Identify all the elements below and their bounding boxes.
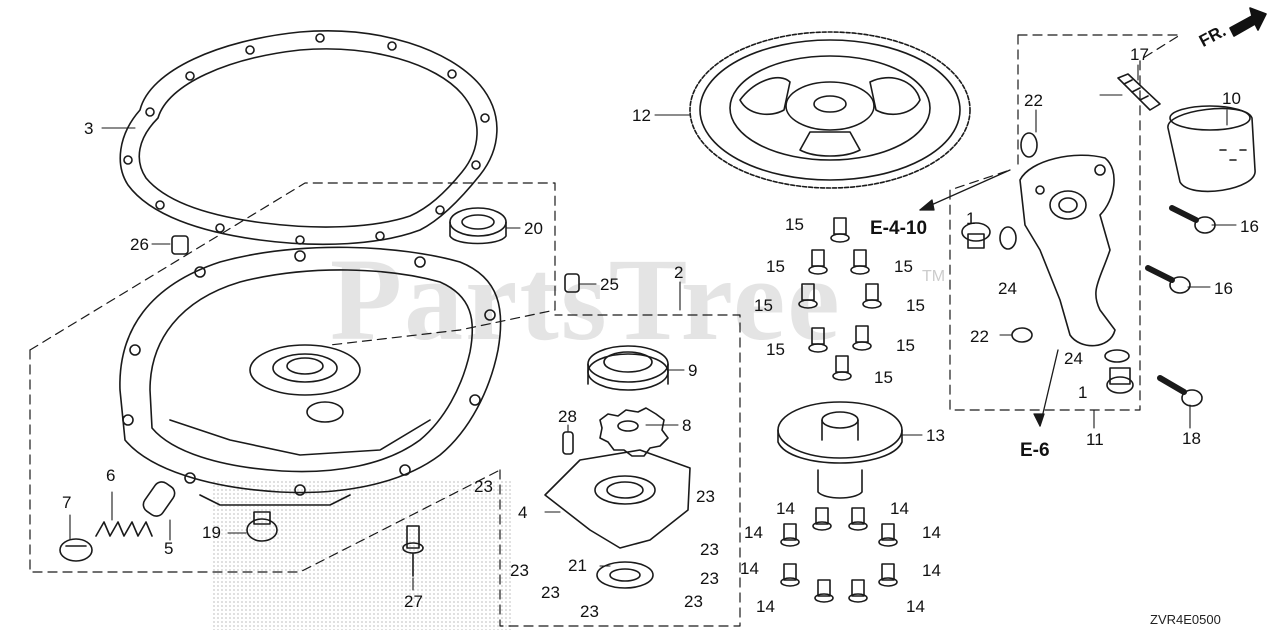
callout-21[interactable]: 21: [568, 556, 587, 575]
stud-17: [1117, 73, 1161, 111]
callout-19[interactable]: 19: [202, 523, 221, 542]
callout-28[interactable]: 28: [558, 407, 577, 426]
callout-1b[interactable]: 1: [1078, 383, 1088, 402]
callout-11[interactable]: 11: [1086, 430, 1104, 449]
washers-and-plugs: [961, 132, 1134, 394]
callout-14c[interactable]: 14: [744, 523, 763, 542]
callout-14h[interactable]: 14: [906, 597, 925, 616]
callout-24b[interactable]: 24: [1064, 349, 1083, 368]
bolts-16-18: [1145, 205, 1216, 407]
front-arrow: [1229, 7, 1267, 37]
callout-10[interactable]: 10: [1222, 89, 1241, 108]
callout-15b[interactable]: 15: [766, 257, 785, 276]
callout-14a[interactable]: 14: [776, 499, 795, 518]
callout-6[interactable]: 6: [106, 466, 116, 485]
cover-housing: [119, 246, 502, 506]
oil-seal-20: [449, 207, 507, 245]
filter-housing-11: [1019, 154, 1116, 347]
callout-23a[interactable]: 23: [474, 477, 493, 496]
callout-22a[interactable]: 22: [1024, 91, 1043, 110]
callout-8[interactable]: 8: [682, 416, 692, 435]
callout-12[interactable]: 12: [632, 106, 651, 125]
callout-3[interactable]: 3: [84, 119, 94, 138]
callout-15e[interactable]: 15: [906, 296, 925, 315]
callout-14b[interactable]: 14: [890, 499, 909, 518]
callout-15d[interactable]: 15: [754, 296, 773, 315]
callout-16a[interactable]: 16: [1240, 217, 1259, 236]
callout-23b[interactable]: 23: [696, 487, 715, 506]
callout-23e[interactable]: 23: [700, 569, 719, 588]
dowel-28: [562, 431, 574, 455]
callout-5[interactable]: 5: [164, 539, 174, 558]
oil-filter-10: [1167, 105, 1256, 193]
callout-2[interactable]: 2: [674, 263, 684, 282]
callout-20[interactable]: 20: [524, 219, 543, 238]
watermark: PartsTree: [330, 234, 842, 365]
relief-valve-5: [142, 481, 176, 517]
hub-13: [777, 401, 903, 499]
callout-7[interactable]: 7: [62, 493, 72, 512]
callout-1a[interactable]: 1: [966, 209, 976, 228]
callout-14g[interactable]: 14: [756, 597, 775, 616]
watermark-trademark: TM: [922, 268, 946, 285]
diagram-code: ZVR4E0500: [1150, 612, 1221, 627]
callout-22b[interactable]: 22: [970, 327, 989, 346]
callout-13[interactable]: 13: [926, 426, 945, 445]
bolt-group-15: [798, 217, 882, 381]
dowel-pins: [171, 235, 580, 293]
relief-plug-7: [59, 538, 93, 562]
gasket-3: [119, 30, 498, 246]
callout-23f[interactable]: 23: [541, 583, 560, 602]
callout-26[interactable]: 26: [130, 235, 149, 254]
sealing-bolt-19: [246, 511, 278, 542]
callout-14d[interactable]: 14: [922, 523, 941, 542]
callout-23g[interactable]: 23: [684, 592, 703, 611]
callout-18[interactable]: 18: [1182, 429, 1201, 448]
callout-27[interactable]: 27: [404, 592, 423, 611]
callout-24a[interactable]: 24: [998, 279, 1017, 298]
group-outlines: [29, 34, 1181, 627]
outer-rotor-9: [587, 345, 669, 391]
ring-gear-12: [689, 31, 971, 189]
callout-15h[interactable]: 15: [874, 368, 893, 387]
callout-16b[interactable]: 16: [1214, 279, 1233, 298]
reference-e-4-10[interactable]: E-4-10: [870, 218, 928, 239]
callout-17[interactable]: 17: [1130, 45, 1149, 64]
reference-arrows: [919, 169, 1059, 427]
callout-9[interactable]: 9: [688, 361, 698, 380]
callout-25[interactable]: 25: [600, 275, 619, 294]
callout-15a[interactable]: 15: [785, 215, 804, 234]
pump-cover-4: [544, 449, 691, 549]
bolt-group-14: [780, 507, 898, 603]
callout-14e[interactable]: 14: [740, 559, 759, 578]
callout-23h[interactable]: 23: [580, 602, 599, 621]
leader-lines: [69, 64, 1237, 591]
oil-seal-21: [596, 561, 654, 589]
relief-spring-6: [95, 521, 153, 537]
reference-e-6[interactable]: E-6: [1020, 440, 1050, 461]
callout-4[interactable]: 4: [518, 503, 528, 522]
callout-23c[interactable]: 23: [700, 540, 719, 559]
flange-bolt-27: [402, 525, 424, 577]
callout-15f[interactable]: 15: [766, 340, 785, 359]
inner-rotor-8: [599, 407, 669, 457]
callout-14f[interactable]: 14: [922, 561, 941, 580]
callout-23d[interactable]: 23: [510, 561, 529, 580]
callout-15g[interactable]: 15: [896, 336, 915, 355]
callout-15c[interactable]: 15: [894, 257, 913, 276]
